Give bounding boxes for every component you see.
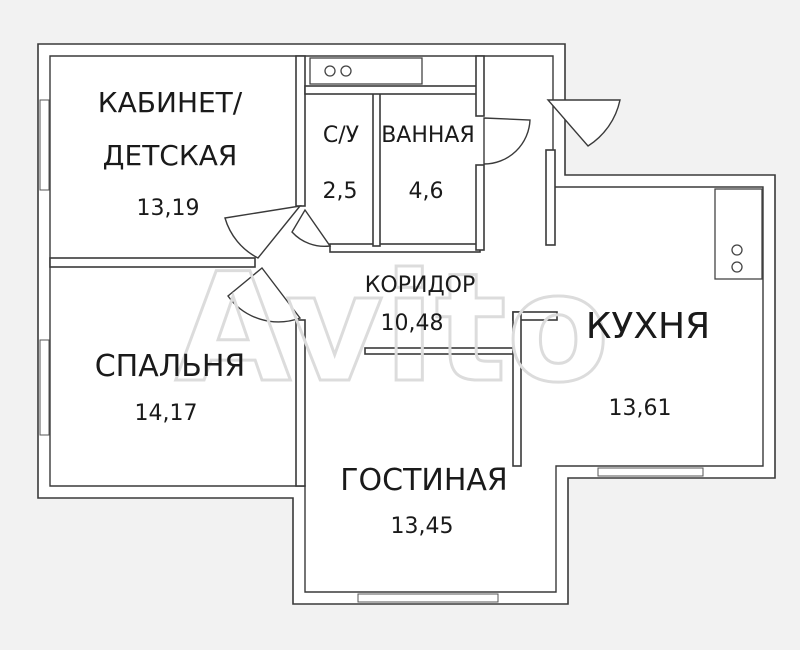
- room-bedroom-area: 14,17: [135, 401, 198, 426]
- room-study-area: 13,19: [137, 196, 200, 221]
- doors: [224, 99, 621, 323]
- room-study-name-line1: КАБИНЕТ/: [98, 86, 243, 119]
- wall-kitchen-left: [545, 149, 556, 246]
- room-study-name-line2: ДЕТСКАЯ: [103, 139, 238, 172]
- basin-circle-1: [324, 65, 336, 77]
- room-bath-name: ВАННАЯ: [381, 123, 475, 148]
- inner-floor: [49, 55, 764, 593]
- wall-living-top: [364, 347, 514, 355]
- stove-burner-2: [731, 261, 743, 273]
- wall-wc-top: [304, 85, 484, 95]
- basin-circle-2: [340, 65, 352, 77]
- room-living-area: 13,45: [391, 514, 454, 539]
- windows: [39, 99, 704, 603]
- stove-burner-1: [731, 244, 743, 256]
- door-wc: [291, 208, 332, 248]
- room-living-name: ГОСТИНАЯ: [340, 463, 508, 498]
- door-entrance: [546, 99, 621, 147]
- room-bedroom-name: СПАЛЬНЯ: [95, 349, 246, 384]
- door-bath: [483, 117, 531, 165]
- door-study: [224, 205, 302, 259]
- room-kitchen-area: 13,61: [609, 396, 672, 421]
- walls: [37, 43, 776, 605]
- room-wc-name: С/У: [323, 123, 360, 148]
- wall-study-bedroom: [49, 257, 256, 268]
- window-kitchen: [597, 467, 704, 477]
- window-study: [39, 99, 50, 191]
- wall-study-right-upper: [295, 55, 306, 207]
- wall-wc-bath: [372, 89, 381, 247]
- wall-bath-notch: [475, 55, 485, 117]
- wall-bedroom-right: [295, 319, 306, 487]
- room-bath-area: 4,6: [409, 179, 444, 204]
- window-living: [357, 593, 499, 603]
- wall-bath-right: [475, 164, 485, 251]
- room-corridor-name: КОРИДОР: [365, 273, 475, 298]
- fixtures: [309, 57, 763, 280]
- room-corridor-area: 10,48: [381, 311, 444, 336]
- watermark: Avito: [175, 242, 610, 416]
- window-bedroom: [39, 339, 50, 436]
- room-wc-area: 2,5: [323, 179, 358, 204]
- room-labels: КАБИНЕТ/ ДЕТСКАЯ 13,19 С/У 2,5 ВАННАЯ 4,…: [95, 86, 710, 539]
- door-bedroom: [227, 266, 302, 323]
- wall-kitchen-inner-vert: [512, 311, 522, 467]
- room-kitchen-name: КУХНЯ: [586, 306, 710, 347]
